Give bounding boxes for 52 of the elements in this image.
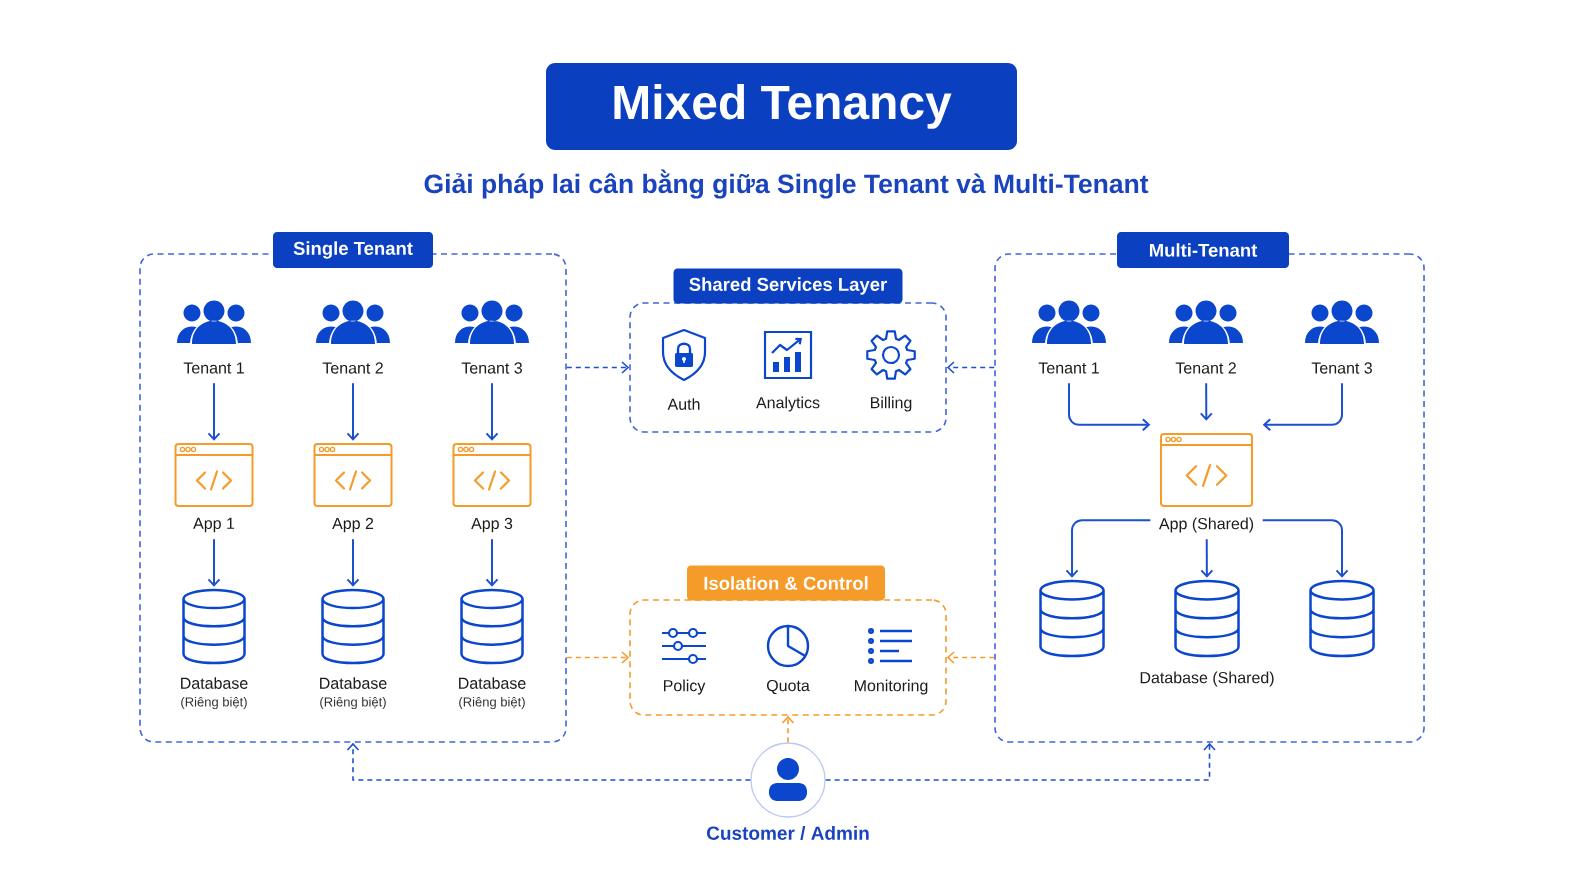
dashed-arrow bbox=[824, 742, 1216, 781]
dashed-arrow bbox=[566, 651, 630, 664]
arrow bbox=[485, 538, 499, 587]
arrow bbox=[1199, 382, 1213, 421]
node-label: Customer / Admin bbox=[707, 825, 869, 841]
node-label: App (Shared) bbox=[1158, 517, 1254, 533]
database-icon bbox=[1309, 579, 1375, 658]
arrow bbox=[1065, 519, 1152, 578]
node-label: Billing bbox=[871, 396, 912, 412]
arrow bbox=[207, 382, 221, 441]
dashed-arrow bbox=[566, 361, 630, 374]
node-label: App 2 bbox=[332, 517, 374, 533]
arrow bbox=[485, 382, 499, 441]
title-banner: Mixed Tenancy bbox=[546, 63, 1017, 150]
database-icon bbox=[1039, 579, 1105, 658]
node-label: Tenant 1 bbox=[183, 362, 244, 374]
node-label: Database bbox=[181, 677, 248, 689]
dashed-arrow bbox=[946, 651, 995, 664]
node-label: Policy bbox=[664, 679, 706, 695]
arrow bbox=[1068, 382, 1151, 432]
node-label: Database bbox=[459, 677, 526, 689]
arrow bbox=[1261, 519, 1349, 578]
dashed-arrow bbox=[346, 742, 752, 781]
node-label: Database bbox=[320, 677, 387, 689]
arrow bbox=[207, 538, 221, 587]
node-label: Tenant 3 bbox=[1311, 362, 1372, 374]
node-label: Analytics bbox=[756, 396, 820, 412]
subtitle: Giải pháp lai cân bằng giữa Single Tenant và Multi-Tenant bbox=[424, 169, 1149, 199]
arrow bbox=[1200, 538, 1214, 578]
node-label: (Riêng biệt) bbox=[459, 696, 525, 710]
header-tab: Shared Services Layer bbox=[673, 268, 903, 304]
node-label: (Riêng biệt) bbox=[320, 696, 386, 710]
node-label: Tenant 2 bbox=[322, 362, 383, 374]
node-label: App 1 bbox=[193, 517, 235, 533]
header-tab: Multi-Tenant bbox=[1117, 232, 1289, 268]
arrow bbox=[346, 538, 360, 587]
header-tab: Single Tenant bbox=[273, 232, 433, 268]
node-label: Tenant 3 bbox=[461, 362, 522, 374]
node-label: Monitoring bbox=[855, 679, 928, 695]
text-label: Database (Shared) bbox=[1140, 671, 1274, 687]
node-label: Tenant 2 bbox=[1175, 362, 1236, 374]
dashed-arrow bbox=[781, 715, 795, 744]
arrow bbox=[346, 382, 360, 441]
node-label: App 3 bbox=[471, 517, 513, 533]
database-icon bbox=[1174, 579, 1240, 658]
node-label: (Riêng biệt) bbox=[181, 696, 247, 710]
node-label: Quota bbox=[766, 679, 810, 695]
header-tab: Isolation & Control bbox=[687, 565, 885, 601]
node-label: Auth bbox=[667, 398, 700, 410]
arrow bbox=[1262, 382, 1343, 432]
dashed-arrow bbox=[946, 361, 995, 374]
node-label: Tenant 1 bbox=[1038, 362, 1099, 374]
